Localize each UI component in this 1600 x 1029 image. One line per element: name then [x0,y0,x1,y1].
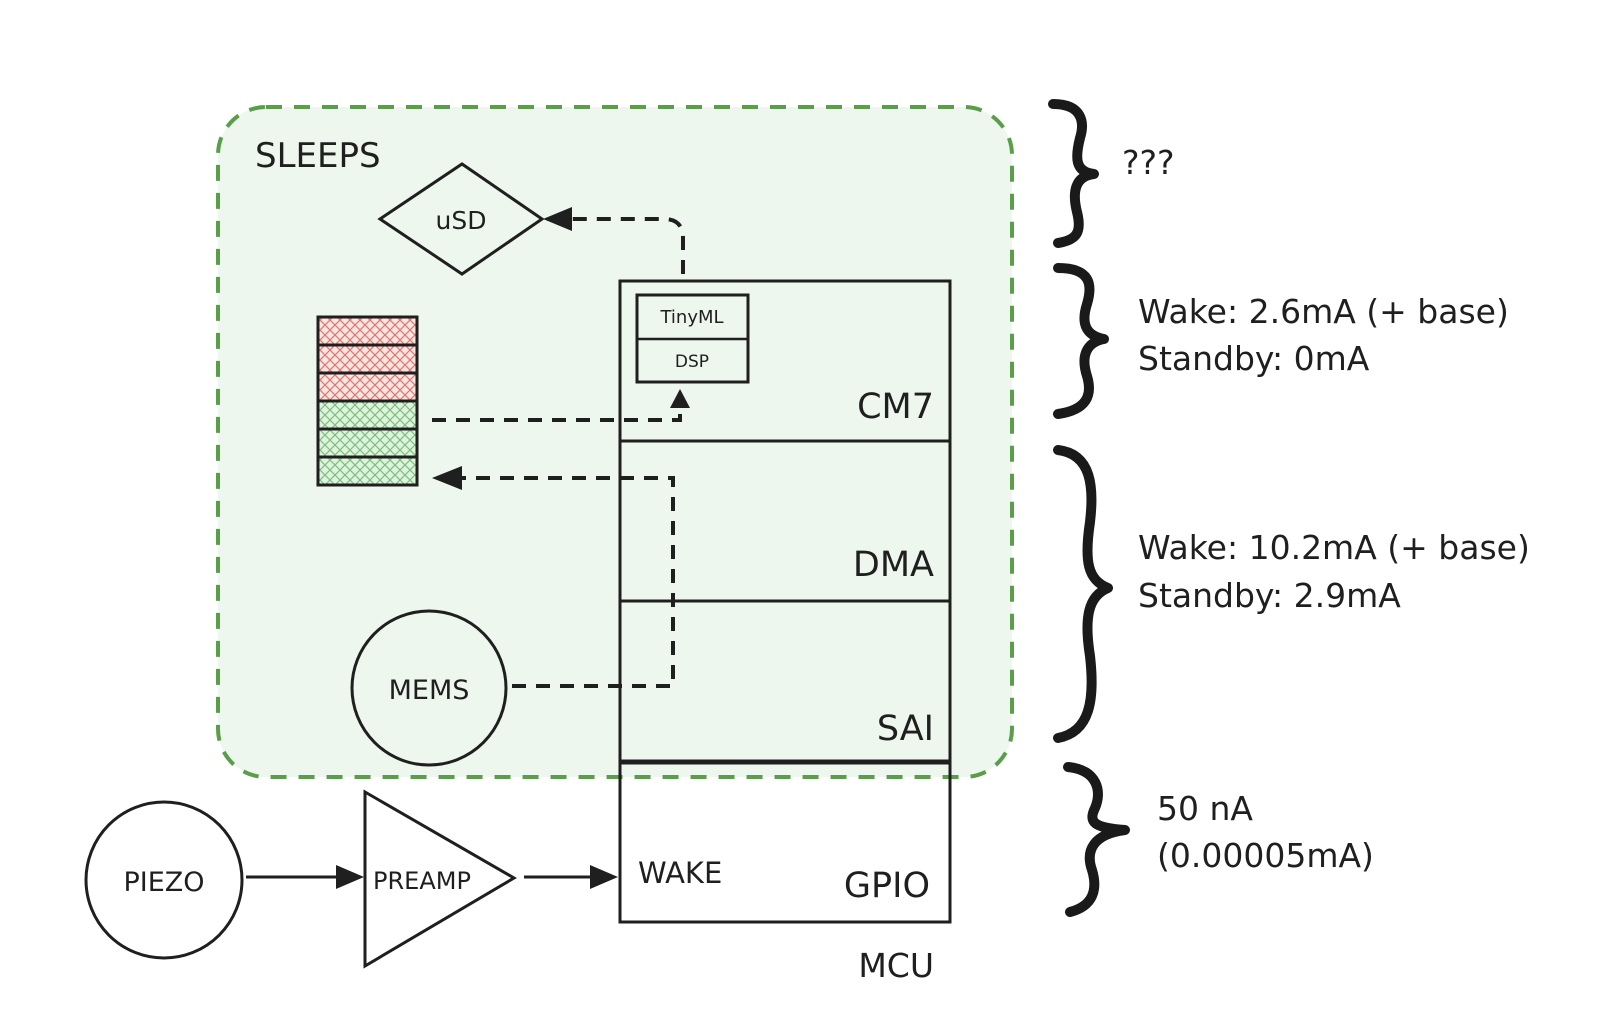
dma-label: DMA [853,545,934,585]
buffer-slot-filled [316,371,419,403]
mems-microphone: MEMS [350,609,508,767]
cm7-wake-note: Wake: 2.6mA (+ base) [1138,292,1509,331]
brace-gpio [1063,762,1130,917]
buffer-slot-empty [316,399,419,431]
buffer-to-dsp-arrow [432,408,682,422]
usd-label: uSD [436,206,487,235]
brace-cm7 [1053,263,1109,419]
preamp-label: PREAMP [373,867,471,895]
piezo-label: PIEZO [123,867,204,898]
preamp: PREAMP [363,789,517,969]
usd-storage: uSD [377,162,545,276]
buffer-slot-filled [316,315,419,347]
buffer-arrowhead [432,466,462,490]
buffer-slot-empty [316,427,419,459]
tinyml-dsp-block: TinyML DSP [635,293,750,384]
gpio-current-note: 50 nA [1157,789,1253,828]
buffer-slot-filled [316,343,419,375]
sleeps-region [216,105,1014,779]
mcu-block [618,279,952,924]
gpio-current-ma-note: (0.00005mA) [1157,836,1374,875]
cm7-to-usd-arrow [572,217,685,274]
brace-dma-sai [1053,445,1113,743]
piezo-sensor: PIEZO [84,800,244,960]
mems-label: MEMS [389,675,470,706]
tinyml-label: TinyML [659,307,723,328]
cm7-standby-note: Standby: 0mA [1138,339,1370,378]
top-annotation: ??? [1122,143,1175,182]
sai-label: SAI [877,709,934,749]
ring-buffer [316,315,419,487]
wake-arrowhead [590,865,618,889]
buffer-slot-empty [316,455,419,487]
brace-top [1048,99,1099,248]
dma-sai-standby-note: Standby: 2.9mA [1138,576,1401,615]
sleeps-label: SLEEPS [255,136,381,176]
preamp-arrowhead [336,865,364,889]
mems-to-buffer-arrow [462,476,675,688]
dma-sai-wake-note: Wake: 10.2mA (+ base) [1138,528,1530,567]
gpio-label: GPIO [844,866,930,906]
usd-arrowhead [543,207,572,231]
dsp-arrowhead [670,389,690,408]
mcu-label: MCU [858,946,934,985]
wake-label: WAKE [638,856,722,890]
dsp-label: DSP [675,352,709,372]
cm7-label: CM7 [857,387,934,427]
